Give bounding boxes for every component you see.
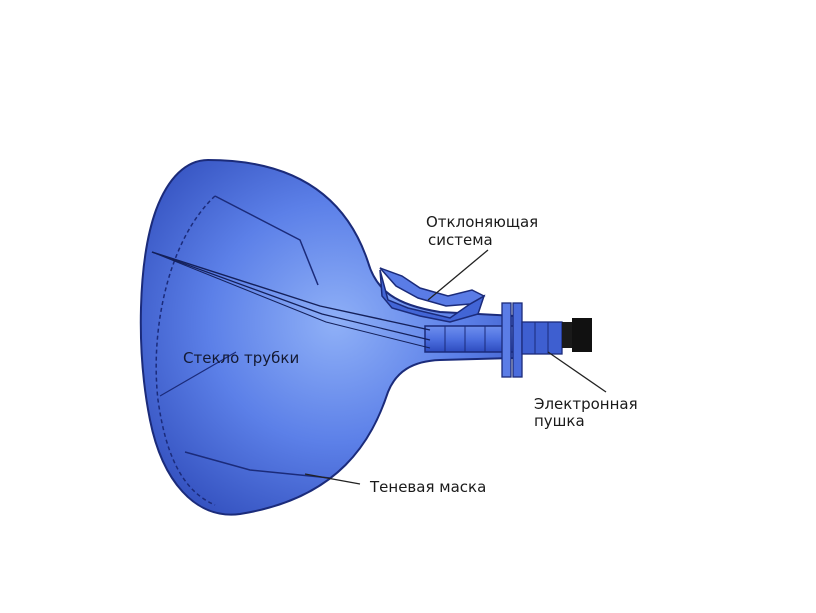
leader-deflection [427,249,489,301]
leader-mask [304,473,361,485]
gun-flange-1 [501,302,512,378]
shadow-mask-edge [159,351,237,397]
electron-gun [521,321,563,355]
label-deflection-line1: Отклоняющая [426,213,539,231]
tube-glass-body [139,158,516,516]
label-glass: Стекло трубки [183,349,300,367]
electron-beam-1 [151,251,431,331]
shadow-mask-top [214,195,319,286]
label-mask: Теневая маска [370,478,487,496]
electron-beam-3 [151,251,431,349]
deflection-yoke-upper [379,267,486,307]
gun-flange-2 [512,302,523,378]
electron-beam-2 [151,251,431,341]
label-gun-line1: Электронная [534,395,638,413]
deflection-yoke [379,269,486,323]
screen-dashed-curve [155,195,216,506]
leader-gun [547,351,607,393]
label-gun-line2: пушка [534,412,585,430]
label-deflection-line2: система [428,231,493,249]
shadow-mask-bottom [184,451,331,479]
